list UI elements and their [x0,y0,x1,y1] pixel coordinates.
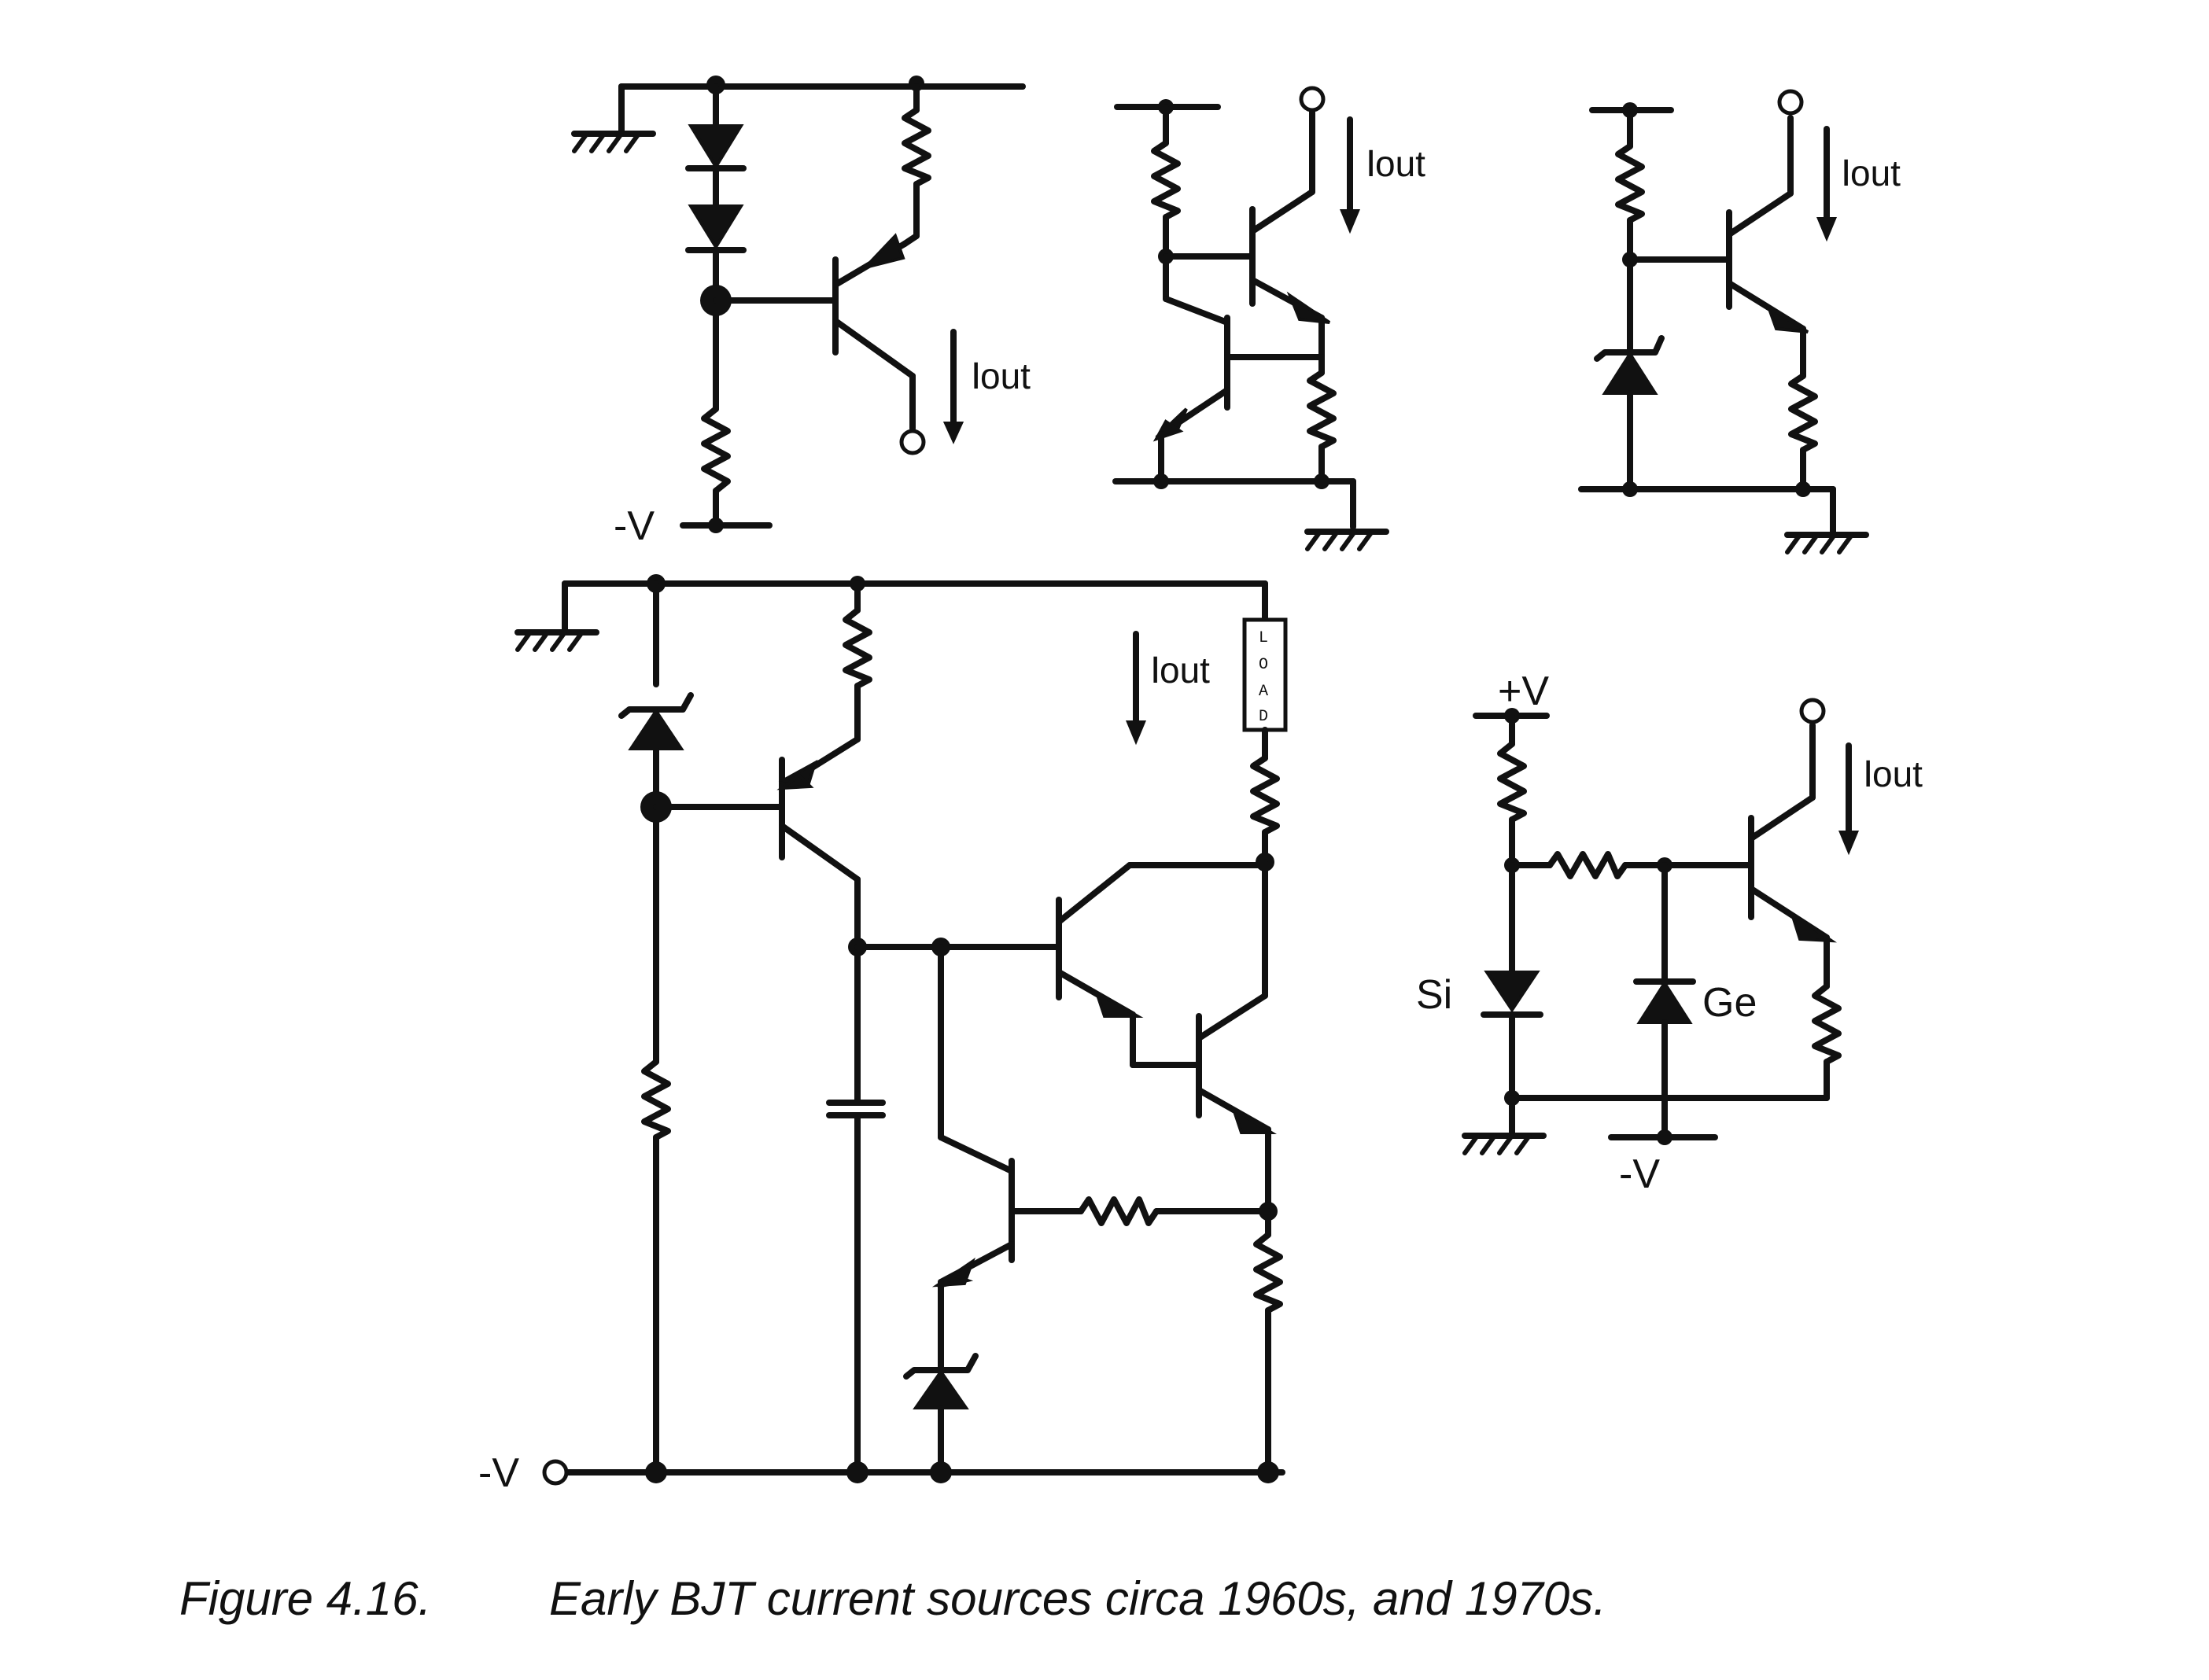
diode-2 [688,204,744,250]
diode-1 [688,124,744,170]
ground-symbol [518,632,596,650]
iout-label: out [1160,650,1210,691]
si-diode [1484,971,1540,1013]
iout-label: out [980,356,1031,396]
output-terminal [899,429,926,455]
svg-text:I: I [971,356,981,397]
resistor [1151,140,1181,220]
figure-number: Figure 4.16. [179,1572,432,1625]
figure-caption: Figure 4.16. Early BJT current sources ci… [179,1571,1606,1626]
ground-symbol [1787,535,1866,552]
iout-label: out [1872,753,1923,794]
output-terminal [1777,89,1804,116]
resistor [701,406,731,494]
output-terminal [1799,698,1826,724]
svg-text:D: D [1259,708,1268,726]
svg-text:L: L [1259,629,1268,647]
load-box [1242,617,1288,732]
resistor [902,107,931,187]
circuit-regulated-current-source: L O A D I out [478,574,1288,1496]
resistor [1250,755,1280,835]
svg-text:A: A [1259,683,1268,701]
resistor [1547,851,1628,879]
resistor [1078,1196,1160,1226]
neg-v-label: -V [614,503,655,549]
svg-text:I: I [1841,153,1851,194]
resistor [1253,1232,1283,1313]
caption-text: Early BJT current sources circa 1960s, a… [549,1572,1606,1625]
resistor [1812,983,1842,1065]
neg-v-label: -V [1619,1151,1660,1197]
neg-v-terminal [542,1459,569,1486]
circuit-two-transistor-source: I out [1112,86,1425,549]
neg-v-label: -V [478,1450,519,1496]
iout-label: out [1850,153,1901,193]
circuit-diode-bias-pnp: -V I out [574,76,1031,549]
ge-label: Ge [1702,980,1757,1026]
svg-text:I: I [1863,753,1873,795]
resistor [1788,373,1818,453]
ground-symbol [574,134,653,151]
resistor [1615,143,1645,223]
iout-label: out [1375,143,1425,184]
ground-symbol [1307,532,1386,549]
resistor [843,607,872,689]
ground-symbol [1465,1136,1543,1153]
svg-text:I: I [1150,650,1160,691]
output-terminal [1299,86,1326,112]
resistor [1497,741,1527,823]
pos-v-label: +V [1498,669,1549,714]
svg-text:O: O [1259,656,1268,674]
resistor [1307,370,1337,450]
ge-diode [1636,980,1693,1024]
svg-text:I: I [1366,143,1376,185]
circuit-zener-bias-npn: I out [1578,89,1901,552]
si-label: Si [1416,972,1452,1018]
circuit-si-ge-compensated: +V Si Ge -V [1416,669,1923,1197]
resistor [641,1059,671,1140]
